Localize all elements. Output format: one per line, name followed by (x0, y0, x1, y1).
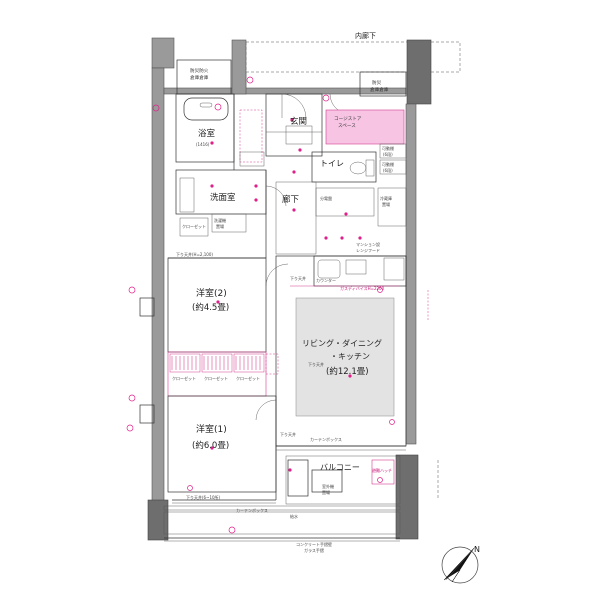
bath-room (175, 93, 235, 163)
range-hood-1: マンション設 (356, 241, 380, 247)
ldk-label-2: ・キッチン (330, 352, 370, 361)
ceiling-note-2: 下り天井 (290, 275, 306, 281)
ldk-floor-shade (295, 297, 395, 417)
bottom-note-2: ガラス手摺 (304, 547, 324, 553)
balcony-hatch: 避難ハッチ (372, 467, 392, 473)
fire-storage-right (359, 71, 407, 97)
wash-machine-1: 洗濯機 (214, 217, 226, 223)
fridge-1: 冷蔵庫 (380, 195, 392, 201)
water-label: 給水 (290, 513, 298, 519)
column-bottom-right (395, 454, 419, 540)
right-exterior-wall (405, 103, 417, 445)
counter-label: カウンター (316, 277, 336, 283)
concierge-2: スペース (338, 123, 356, 129)
curtain-box-room1: カーテンボックス (236, 507, 268, 513)
ceiling-note-4: 下り天井 (280, 431, 296, 437)
ldk-label-1: リビング・ダイニング (302, 338, 382, 348)
north-arrow (441, 545, 479, 584)
entry-pier (231, 39, 247, 95)
outlet-rings (126, 76, 395, 534)
ldk-area: (約12.1畳) (326, 366, 369, 377)
closet-2: クローゼット (204, 375, 228, 381)
room2-label: 洋室(2) (196, 287, 227, 299)
concierge-1: コージストア (334, 116, 362, 122)
range-hood-2: レンジフード (356, 248, 380, 253)
north-label: N (474, 545, 480, 554)
corridor-label: 内廊下 (355, 31, 376, 40)
room1-area: (約6.0畳) (192, 440, 229, 451)
outdoor-unit-1: 室外機 (322, 483, 334, 489)
closet-3: クローゼット (236, 375, 260, 381)
column-top-left (151, 37, 175, 69)
hood-note: ガスディバイスH=2200 (340, 285, 385, 291)
bath-label: 浴室 (198, 128, 216, 139)
curtain-box-ldk: カーテンボックス (310, 436, 342, 442)
toilet-room (311, 151, 377, 183)
ceiling-note-3: 下り天井 (308, 361, 324, 367)
washroom-label: 洗面室 (210, 192, 236, 203)
balcony-slab (163, 511, 401, 535)
shelf-1: 可動棚 (382, 145, 394, 151)
bath-size-label: (1416) (196, 142, 210, 147)
column-top-right (406, 39, 432, 105)
wash-machine-2: 置場 (216, 223, 224, 229)
toilet-label: トイレ (320, 159, 344, 168)
fire-storage-right-2: 倉庫倉庫 (370, 86, 389, 93)
shelf-2: (6段) (383, 151, 393, 157)
fridge-space (377, 187, 407, 227)
genkan-label: 玄関 (290, 116, 307, 127)
balcony-label: バルコニー (320, 463, 360, 472)
lighting-points (210, 118, 362, 472)
ceiling-note-top: 下り天井(H=2,100) (176, 251, 213, 257)
closet-1: クローゼット (172, 375, 196, 381)
shoes-storage (325, 109, 405, 145)
genkan-area (265, 93, 323, 157)
hallway (275, 181, 317, 255)
outdoor-unit-2: 置場 (322, 489, 330, 495)
shelf-4: (6段) (383, 167, 393, 173)
washroom (175, 169, 267, 215)
room2-area: (約4.5畳) (192, 302, 229, 313)
fuse-box: 分電盤 (320, 195, 332, 201)
bottom-note-1: コンクリート手摺壁 (296, 541, 332, 547)
balcony (285, 455, 401, 505)
ceiling-note-bottom: 下り天井(6~10所) (186, 494, 221, 500)
shelf-3: 可動棚 (382, 161, 394, 167)
column-bottom-left (147, 499, 169, 541)
fridge-2: 置場 (382, 201, 390, 207)
bathtub (183, 97, 229, 121)
fire-storage-right-1: 防災 (372, 79, 382, 86)
hallway-label: 廊下 (282, 194, 300, 205)
fire-storage-left-1: 防災防火 (190, 67, 209, 74)
closet-hatching (169, 353, 265, 373)
fire-storage-left-2: 倉庫倉庫 (190, 74, 209, 81)
closet-wash: クローゼット (182, 223, 206, 229)
closet-band (167, 351, 267, 397)
room1-label: 洋室(1) (196, 423, 227, 435)
